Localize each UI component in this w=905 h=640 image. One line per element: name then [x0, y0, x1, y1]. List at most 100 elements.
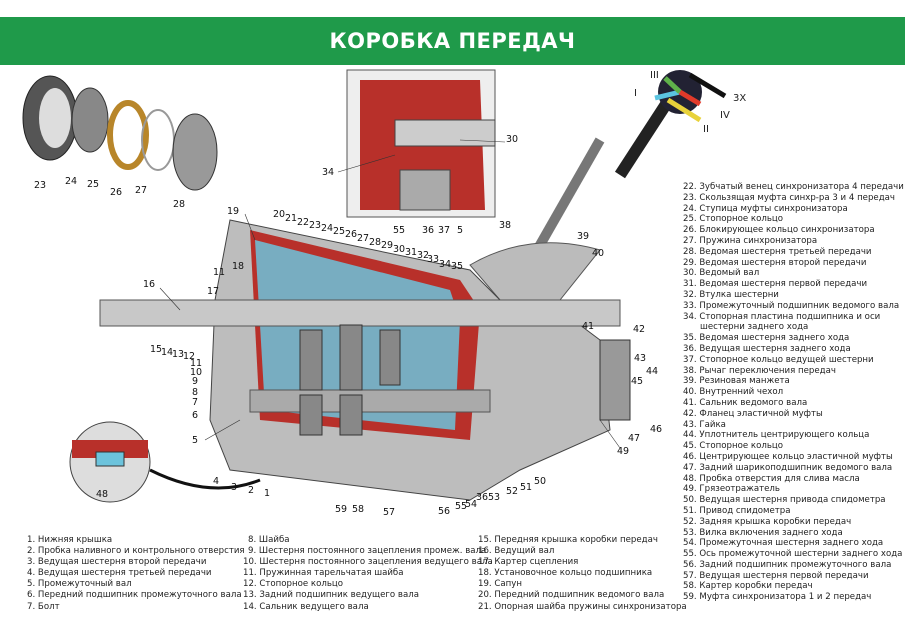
gear-shift-indicator: [614, 70, 727, 179]
legend-item: 57. Ведущая шестерня первой передачи: [683, 570, 869, 581]
callout: 49: [617, 446, 630, 457]
callout: 34: [439, 259, 452, 270]
callout: 57: [383, 507, 396, 518]
callout: 26: [345, 229, 358, 240]
inset-rear-section: [346, 69, 496, 218]
callout: 46: [650, 424, 663, 435]
callout: 13: [172, 349, 185, 360]
legend-item: 29. Ведомая шестерня второй передачи: [683, 257, 867, 268]
legend-item: 33. Промежуточный подшипник ведомого вал…: [683, 300, 900, 311]
legend-item: 14. Сальник ведущего вала: [243, 601, 369, 612]
legend-item: 9. Шестерня постоянного зацепления проме…: [248, 546, 487, 557]
legend-item: 26. Блокирующее кольцо синхронизатора: [683, 225, 875, 236]
legend-item: 17. Картер сцепления: [478, 557, 579, 568]
legend-item: 16. Ведущий вал: [478, 546, 555, 557]
callout: 5: [192, 435, 199, 446]
callout: 42: [633, 324, 646, 335]
callout: 25: [333, 226, 346, 237]
callout: 24: [321, 223, 334, 234]
callout: 29: [381, 240, 394, 251]
callout: 30: [506, 134, 519, 145]
legend-item: 24. Ступица муфты синхронизатора: [683, 203, 848, 214]
callout: 23: [309, 220, 322, 231]
callout: 55: [455, 501, 468, 512]
callout: 7: [192, 397, 199, 408]
legend-item: 38. Рычаг переключения передач: [683, 365, 836, 376]
legend-item: 46. Центрирующее кольцо эластичной муфты: [683, 451, 893, 462]
legend-item: 1. Нижняя крышка: [27, 535, 113, 545]
callout: 14: [161, 347, 174, 358]
legend-item: 42. Фланец эластичной муфты: [683, 408, 823, 419]
callout: 30: [393, 244, 406, 255]
legend-item: 34. Стопорная пластина подшипника и оси: [683, 311, 881, 322]
legend-item: 49. Грязеотражатель: [683, 484, 780, 495]
callout: 12: [183, 351, 196, 362]
legend-item: 31. Ведомая шестерня первой передачи: [683, 279, 868, 290]
legend-item: 56. Задний подшипник промежуточного вала: [683, 559, 892, 570]
callout: 34: [322, 167, 335, 178]
legend-item: шестерни заднего хода: [700, 322, 809, 333]
legend-item: 40. Внутренний чехол: [683, 387, 784, 398]
legend-item: 48. Пробка отверстия для слива масла: [683, 473, 860, 484]
callout: 1: [264, 488, 271, 499]
legend-item: 43. Гайка: [683, 419, 726, 430]
callout: 26: [110, 187, 123, 198]
callout: 10: [190, 367, 203, 378]
legend-item: 54. Промежуточная шестерня заднего хода: [683, 538, 884, 549]
callout: 6: [192, 410, 199, 421]
legend-item: 3. Ведущая шестерня второй передачи: [27, 557, 207, 568]
legend-item: 27. Пружина синхронизатора: [683, 235, 818, 246]
legend-item: 58. Картер коробки передач: [683, 581, 813, 592]
callout: 19: [227, 206, 240, 217]
legend-item: 22. Зубчатый венец синхронизатора 4 пере…: [683, 182, 904, 192]
callout: 5: [457, 225, 464, 236]
callout: 11: [190, 358, 203, 369]
legend-item: 19. Сапун: [478, 579, 522, 590]
legend-item: 28. Ведомая шестерня третьей передачи: [683, 246, 872, 257]
callout: 16: [143, 279, 156, 290]
callout: 50: [534, 476, 547, 487]
legend-item: 30. Ведомый вал: [683, 268, 760, 279]
callout: 59: [335, 504, 348, 515]
legend-item: 39. Резиновая манжета: [683, 376, 790, 387]
callout: 28: [173, 199, 186, 210]
gear-label-2: II: [703, 124, 709, 135]
legend-item: 51. Привод спидометра: [683, 505, 791, 516]
callout: 27: [135, 185, 148, 196]
callout: 44: [646, 366, 659, 377]
callout: 3: [231, 482, 238, 493]
callout: 47: [628, 433, 641, 444]
legend-item: 47. Задний шарикоподшипник ведомого вала: [683, 462, 893, 473]
legend-item: 2. Пробка наливного и контрольного отвер…: [27, 546, 245, 557]
legend-item: 20. Передний подшипник ведомого вала: [478, 590, 665, 601]
callout: 56: [438, 506, 451, 517]
gear-label-reverse: 3X: [733, 93, 747, 104]
legend-item: 23. Скользящая муфта синхр-ра 3 и 4 пере…: [683, 192, 895, 203]
legend-item: 53. Вилка включения заднего хода: [683, 527, 843, 538]
callout: 38: [499, 220, 512, 231]
callout: 35: [451, 261, 464, 272]
legend-item: 21. Опорная шайба пружины синхронизатора: [478, 601, 687, 612]
callout: 24: [65, 176, 78, 187]
callout: 55: [393, 225, 406, 236]
legend-item: 59. Муфта синхронизатора 1 и 2 передач: [683, 592, 872, 603]
legend-item: 32. Втулка шестерни: [683, 289, 779, 300]
gear-label-4: IV: [720, 110, 730, 121]
gear-label-1: I: [634, 88, 637, 99]
callout: 53: [488, 492, 501, 503]
callout: 11: [213, 267, 226, 278]
legend-item: 10. Шестерня постоянного зацепления веду…: [243, 557, 493, 568]
callout: 33: [427, 254, 440, 265]
callout: 17: [207, 286, 220, 297]
callout: 51: [520, 482, 533, 493]
legend-item: 13. Задний подшипник ведущего вала: [243, 590, 420, 601]
callout: 32: [417, 250, 430, 261]
legend-item: 36. Ведущая шестерня заднего хода: [683, 343, 851, 354]
callout: 36: [476, 492, 489, 503]
callout: 22: [297, 217, 310, 228]
callout: 54: [465, 499, 478, 510]
callout: 28: [369, 237, 382, 248]
callout: 39: [577, 231, 590, 242]
